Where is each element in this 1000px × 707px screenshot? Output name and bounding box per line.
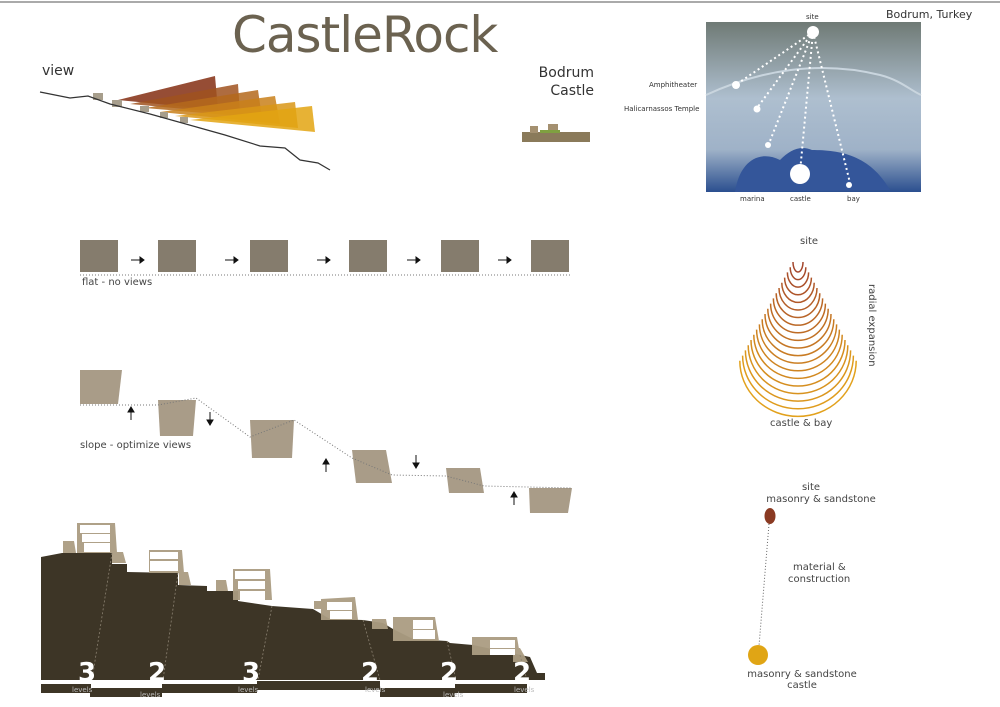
flat-caption: flat - no views: [82, 277, 153, 288]
castle-thumbnail: [522, 124, 590, 142]
radial-arc: [764, 313, 832, 349]
radial-arc: [739, 360, 857, 418]
levels-label: levels: [140, 691, 161, 699]
view-blocks: [93, 93, 188, 123]
material-middle-label: material & construction: [788, 562, 850, 586]
material-top-line-1: site: [801, 482, 821, 493]
level-count: 3: [242, 658, 260, 688]
radial-arc: [750, 339, 846, 387]
radial-arc: [767, 308, 829, 342]
radial-top-label: site: [800, 236, 819, 247]
flat-blocks: [80, 240, 569, 272]
landmark-line-1: Bodrum: [538, 65, 594, 81]
page-title: CastleRock: [232, 6, 498, 64]
radial-arc: [769, 303, 827, 334]
view-fans: [118, 76, 315, 132]
map-label-castle: castle: [790, 195, 811, 203]
map-label-amphitheater: Amphitheater: [649, 81, 698, 89]
radial-arcs: [739, 261, 857, 418]
map-label-temple: Halicarnassos Temple: [624, 105, 700, 113]
map-label-bay: bay: [847, 195, 860, 203]
radial-arc: [747, 345, 849, 395]
radial-arc: [761, 319, 835, 357]
levels-label: levels: [238, 686, 259, 694]
levels-label: levels: [514, 686, 535, 694]
level-count: 3: [78, 658, 96, 688]
levels-label: levels: [365, 686, 386, 694]
level-count: 2: [513, 658, 531, 688]
map-location-label: Bodrum, Turkey: [886, 8, 973, 21]
radial-arc: [781, 282, 815, 304]
level-counts: 3 2 3 2 2 2 levels levels levels levels …: [72, 658, 535, 699]
levels-label: levels: [72, 686, 93, 694]
radial-side-label: radial expansion: [866, 284, 877, 367]
radial-arc: [789, 267, 807, 281]
flat-arrows: [131, 256, 512, 264]
material-middle-line-2: construction: [788, 574, 851, 585]
material-bottom-label: masonry & sandstone castle: [746, 669, 858, 691]
radial-arc: [772, 298, 824, 326]
view-label: view: [42, 63, 75, 79]
material-top-label: site masonry & sandstone: [766, 482, 876, 506]
level-count: 2: [148, 658, 166, 688]
site-material-dot: [764, 508, 776, 524]
radial-arc: [753, 334, 843, 380]
radial-arc: [786, 272, 810, 288]
level-count: 2: [361, 658, 379, 688]
landmark-line-2: Castle: [550, 83, 594, 99]
castle-material-dot: [748, 645, 768, 665]
terrain-line: [39, 91, 331, 171]
level-count: 2: [440, 658, 458, 688]
bodrum-castle-label: Bodrum Castle: [536, 64, 594, 100]
slope-arrows: [127, 406, 518, 505]
top-border: [0, 1, 1000, 3]
aerial-map: [705, 22, 922, 192]
material-top-line-2: masonry & sandstone: [766, 494, 876, 505]
material-bottom-line-2: castle: [787, 680, 817, 691]
radial-arc: [778, 287, 818, 311]
radial-arc: [744, 350, 852, 402]
slope-caption: slope - optimize views: [80, 440, 192, 451]
levels-label: levels: [443, 691, 464, 699]
radial-arc: [755, 329, 841, 372]
map-label-marina: marina: [740, 195, 765, 203]
radial-arc: [758, 324, 838, 364]
radial-arc: [775, 293, 821, 319]
map-label-site: site: [806, 13, 819, 21]
site-section: 3 2 3 2 2 2 levels levels levels levels …: [41, 523, 545, 699]
radial-arc: [792, 261, 804, 273]
radial-bottom-label: castle & bay: [770, 418, 833, 429]
radial-arc: [741, 355, 855, 410]
radial-arc: [783, 277, 813, 296]
material-bottom-line-1: masonry & sandstone: [747, 669, 857, 680]
material-dotted-line: [758, 523, 770, 647]
material-middle-line-1: material &: [793, 562, 846, 573]
